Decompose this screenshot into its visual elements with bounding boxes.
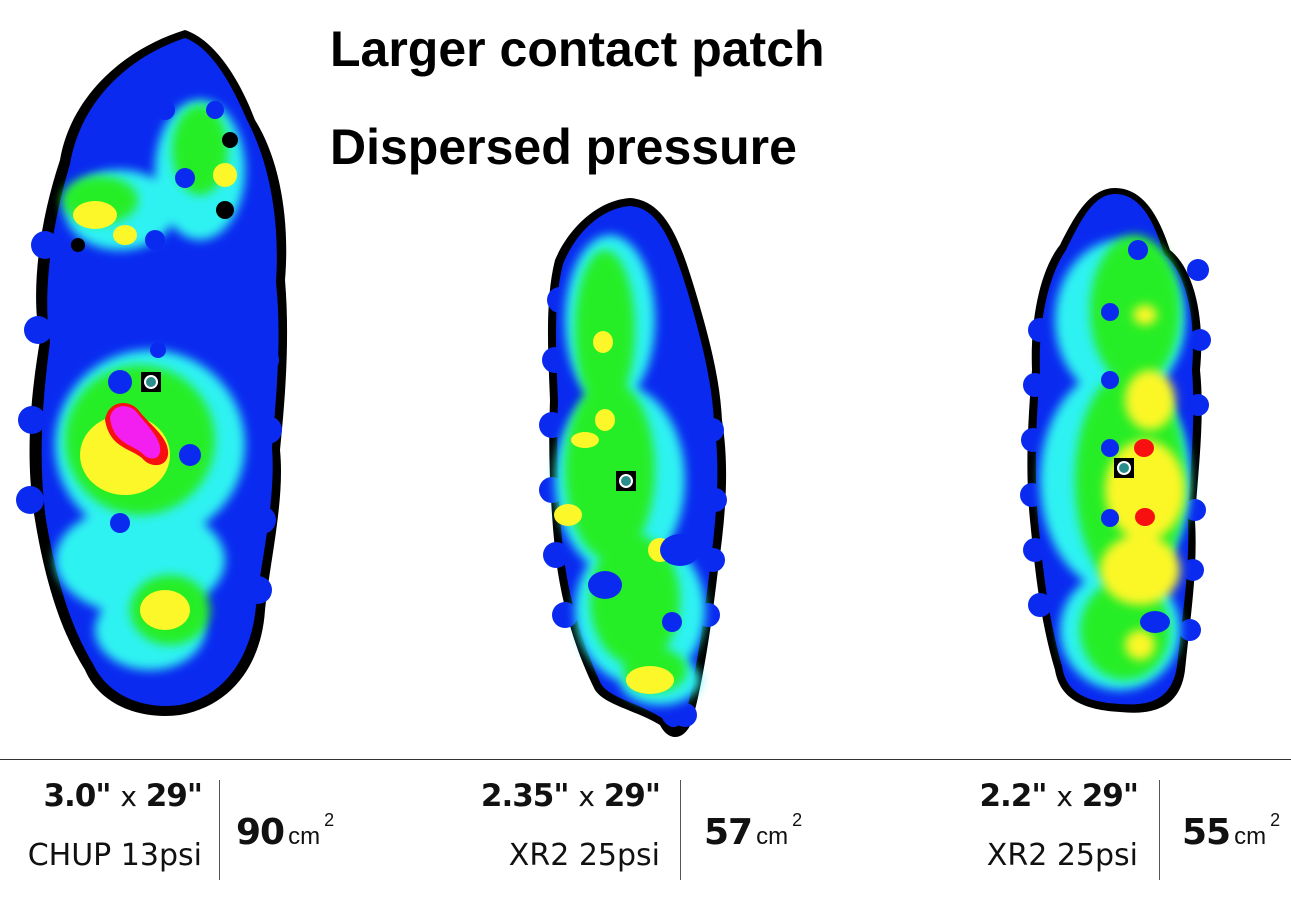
patch-1-tire: CHUP 13psi xyxy=(27,838,202,873)
patch-3-tire: XR2 25psi xyxy=(986,838,1138,873)
patch-2-divider xyxy=(680,780,681,880)
baseline-divider xyxy=(0,759,1291,760)
patch-2-tire: XR2 25psi xyxy=(508,838,660,873)
patch-3-caption: 2.2" x 29" XR2 25psi xyxy=(880,778,1139,883)
headline-dispersed-pressure: Dispersed pressure xyxy=(330,119,797,175)
pressure-patch-2 xyxy=(539,198,727,737)
patch-3-divider xyxy=(1159,780,1160,880)
headline-larger-contact-patch: Larger contact patch xyxy=(330,21,825,77)
patch-2-caption: 2.35" x 29" XR2 25psi xyxy=(400,778,661,883)
patch-3-dimensions: 2.2" x 29" xyxy=(979,778,1139,814)
pressure-patch-1 xyxy=(16,30,288,716)
patch-1-dimensions: 3.0" x 29" xyxy=(43,778,203,814)
pressure-patch-3 xyxy=(1020,188,1211,713)
patch-1-caption: 3.0" x 29" CHUP 13psi xyxy=(0,778,203,883)
patch-2-dimensions: 2.35" x 29" xyxy=(480,778,661,814)
patch-1-divider xyxy=(219,780,220,880)
pressure-maps xyxy=(16,30,1211,737)
patch-1-peak xyxy=(110,406,161,459)
